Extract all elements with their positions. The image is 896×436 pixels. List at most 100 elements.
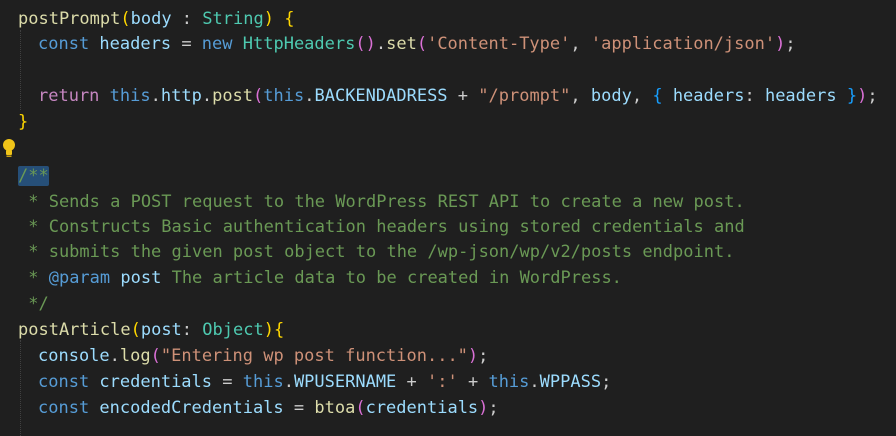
code-line[interactable]: * Constructs Basic authentication header… <box>18 215 745 240</box>
code-token: headers <box>89 34 172 54</box>
code-line[interactable]: console.log("Entering wp post function..… <box>38 344 488 369</box>
code-token: , <box>570 86 591 106</box>
code-token: */ <box>18 294 49 314</box>
code-token: "Entering wp post function..." <box>160 346 468 366</box>
code-token: console <box>38 346 110 366</box>
code-token: : <box>744 86 765 106</box>
code-token: ) <box>263 9 274 29</box>
code-token: + <box>447 86 479 106</box>
code-token: @param <box>48 268 111 288</box>
code-token: * Constructs Basic authentication header… <box>18 217 745 237</box>
code-token: { <box>273 9 295 29</box>
code-line[interactable]: const encodedCredentials = btoa(credenti… <box>38 396 499 421</box>
code-token: ( <box>355 398 366 418</box>
code-token: WPPASS <box>539 372 602 392</box>
code-token: encodedCredentials <box>89 398 284 418</box>
code-token: = <box>171 34 202 54</box>
code-token: ; <box>488 398 499 418</box>
code-token: } <box>18 112 29 132</box>
code-token: postPrompt <box>18 9 121 29</box>
code-token: : <box>181 320 203 340</box>
code-token: credentials <box>365 398 479 418</box>
code-token <box>233 34 243 54</box>
code-token: ( <box>416 34 428 54</box>
code-token: * submits the given post object to the /… <box>18 242 735 262</box>
code-token: log <box>119 346 151 366</box>
code-token: , <box>570 34 591 54</box>
code-token: this <box>109 86 151 106</box>
code-token: post <box>212 86 254 106</box>
code-token: btoa <box>314 398 356 418</box>
code-line[interactable]: * submits the given post object to the /… <box>18 240 734 265</box>
code-token: /** <box>18 166 49 186</box>
code-token: ( <box>355 34 366 54</box>
code-token: ( <box>120 9 131 29</box>
code-token: { <box>652 86 663 106</box>
code-token: String <box>202 9 264 29</box>
code-token: post <box>120 268 162 288</box>
code-token: const <box>38 34 90 54</box>
code-token: . <box>283 372 294 392</box>
code-token: WPUSERNAME <box>293 372 397 392</box>
code-line[interactable]: * @param post The article data to be cre… <box>18 266 622 291</box>
code-token: ; <box>601 372 612 392</box>
code-token: set <box>386 34 417 54</box>
code-line[interactable]: } <box>18 110 28 135</box>
code-token: + <box>396 372 428 392</box>
code-line[interactable]: * Sends a POST request to the WordPress … <box>18 190 745 215</box>
code-token: this <box>488 372 530 392</box>
indent-guide <box>20 340 21 436</box>
code-token: ) <box>365 34 376 54</box>
code-token: ; <box>867 86 878 106</box>
code-line[interactable]: return this.http.post(this.BACKENDADRESS… <box>38 84 878 109</box>
code-token: postArticle <box>18 320 131 340</box>
code-line[interactable]: postPrompt(body : String) { <box>18 7 294 32</box>
code-token: body <box>130 9 172 29</box>
code-token: HttpHeaders <box>242 34 356 54</box>
code-token: new <box>201 34 233 54</box>
code-token: const <box>38 372 90 392</box>
code-token: * <box>18 268 49 288</box>
code-token: . <box>304 86 315 106</box>
code-token: ; <box>478 346 489 366</box>
code-token: { <box>273 320 285 340</box>
code-token: ; <box>785 34 796 54</box>
code-token: ) <box>478 398 489 418</box>
code-token: return <box>38 86 100 106</box>
code-token: body <box>590 86 632 106</box>
code-token: = <box>212 372 243 392</box>
code-token: http <box>160 86 202 106</box>
code-token: . <box>201 86 213 106</box>
code-token: : <box>171 9 203 29</box>
code-token: ) <box>775 34 786 54</box>
code-token: Object <box>202 320 264 340</box>
code-token: } <box>846 86 858 106</box>
lightbulb-icon[interactable] <box>2 138 16 158</box>
code-token: , <box>631 86 653 106</box>
code-token: ) <box>857 86 868 106</box>
code-line[interactable]: const credentials = this.WPUSERNAME + ':… <box>38 370 611 395</box>
code-line[interactable]: const headers = new HttpHeaders().set('C… <box>38 32 796 57</box>
code-token: * Sends a POST request to the WordPress … <box>18 192 745 212</box>
code-token: The article data to be created in WordPr… <box>161 268 622 288</box>
code-token: post <box>140 320 182 340</box>
code-token: const <box>38 398 90 418</box>
indent-guide <box>20 30 21 110</box>
code-line[interactable]: /** <box>18 164 49 189</box>
code-token: ( <box>130 320 141 340</box>
code-token: ( <box>253 86 264 106</box>
code-token: BACKENDADRESS <box>314 86 448 106</box>
code-token: = <box>283 398 315 418</box>
code-token <box>99 86 109 106</box>
code-token: + <box>457 372 489 392</box>
code-token <box>663 86 673 106</box>
code-token: headers <box>764 86 837 106</box>
code-token: . <box>375 34 387 54</box>
code-token <box>837 86 847 106</box>
code-line[interactable]: postArticle(post: Object){ <box>18 318 284 343</box>
code-token: ':' <box>427 372 458 392</box>
code-token: ) <box>263 320 274 340</box>
code-token: headers <box>672 86 745 106</box>
code-line[interactable]: */ <box>18 292 49 317</box>
